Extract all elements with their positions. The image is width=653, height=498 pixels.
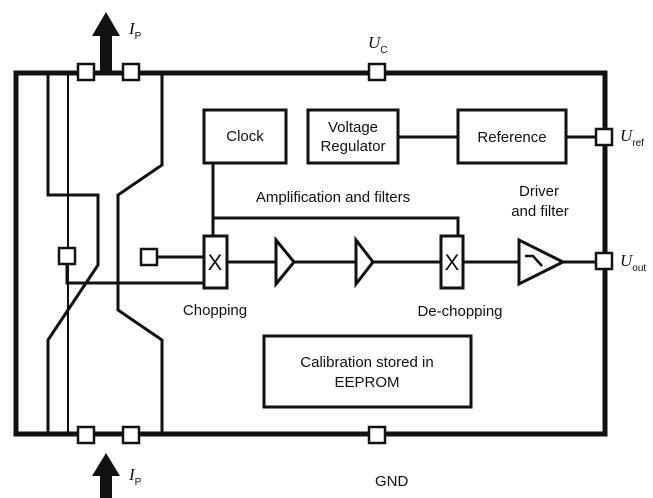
calibration-eeprom-block [262, 334, 473, 409]
hall-pad-right [139, 247, 159, 267]
uc-label: UC [368, 33, 388, 56]
dechopping-multiplier-symbol: X [445, 250, 460, 275]
reference-block [456, 108, 568, 165]
primary-conductor [46, 73, 164, 434]
uref-label: Uref [620, 126, 644, 149]
reference-label: Reference [477, 129, 546, 146]
voltage-regulator-label-1: Voltage [328, 119, 378, 136]
amplification-label: Amplification and filters [256, 189, 410, 206]
clock-block [202, 108, 288, 165]
lowpass-filter-icon [525, 254, 543, 267]
calibration-label-2: EEPROM [334, 374, 399, 391]
chopping-label: Chopping [183, 302, 247, 319]
driver-label-1: Driver [519, 183, 559, 200]
chopping-multiplier [202, 234, 229, 290]
uout-label: Uout [620, 251, 646, 274]
ip-top-label: IP [128, 19, 142, 42]
chopping-multiplier-symbol: X [208, 250, 223, 275]
clock-label: Clock [226, 128, 264, 145]
amplifier-1 [274, 235, 296, 289]
pin-ip-top-right [121, 62, 141, 82]
voltage-regulator-label-2: Regulator [320, 138, 385, 155]
calibration-label-1: Calibration stored in [300, 354, 433, 371]
pin-ip-bottom-left [76, 425, 96, 445]
dechopping-label: De-chopping [417, 303, 502, 320]
pin-uout [594, 251, 614, 271]
current-arrow-bottom [92, 453, 120, 498]
gnd-label: GND [375, 473, 409, 490]
pin-gnd [367, 425, 387, 445]
amplifier-2 [354, 235, 375, 289]
voltage-regulator-block [306, 108, 400, 165]
dechopping-multiplier [439, 234, 465, 290]
current-arrow-top [92, 12, 120, 72]
pin-ip-bottom-right [121, 425, 141, 445]
pin-uref [594, 127, 614, 147]
ip-bottom-label: IP [128, 465, 142, 488]
signal-wiring [65, 135, 596, 285]
driver-label-2: and filter [511, 203, 569, 220]
hall-pad-left [57, 246, 77, 266]
driver-amplifier [517, 237, 567, 287]
pin-uc [367, 62, 387, 82]
pin-ip-top-left [76, 62, 96, 82]
